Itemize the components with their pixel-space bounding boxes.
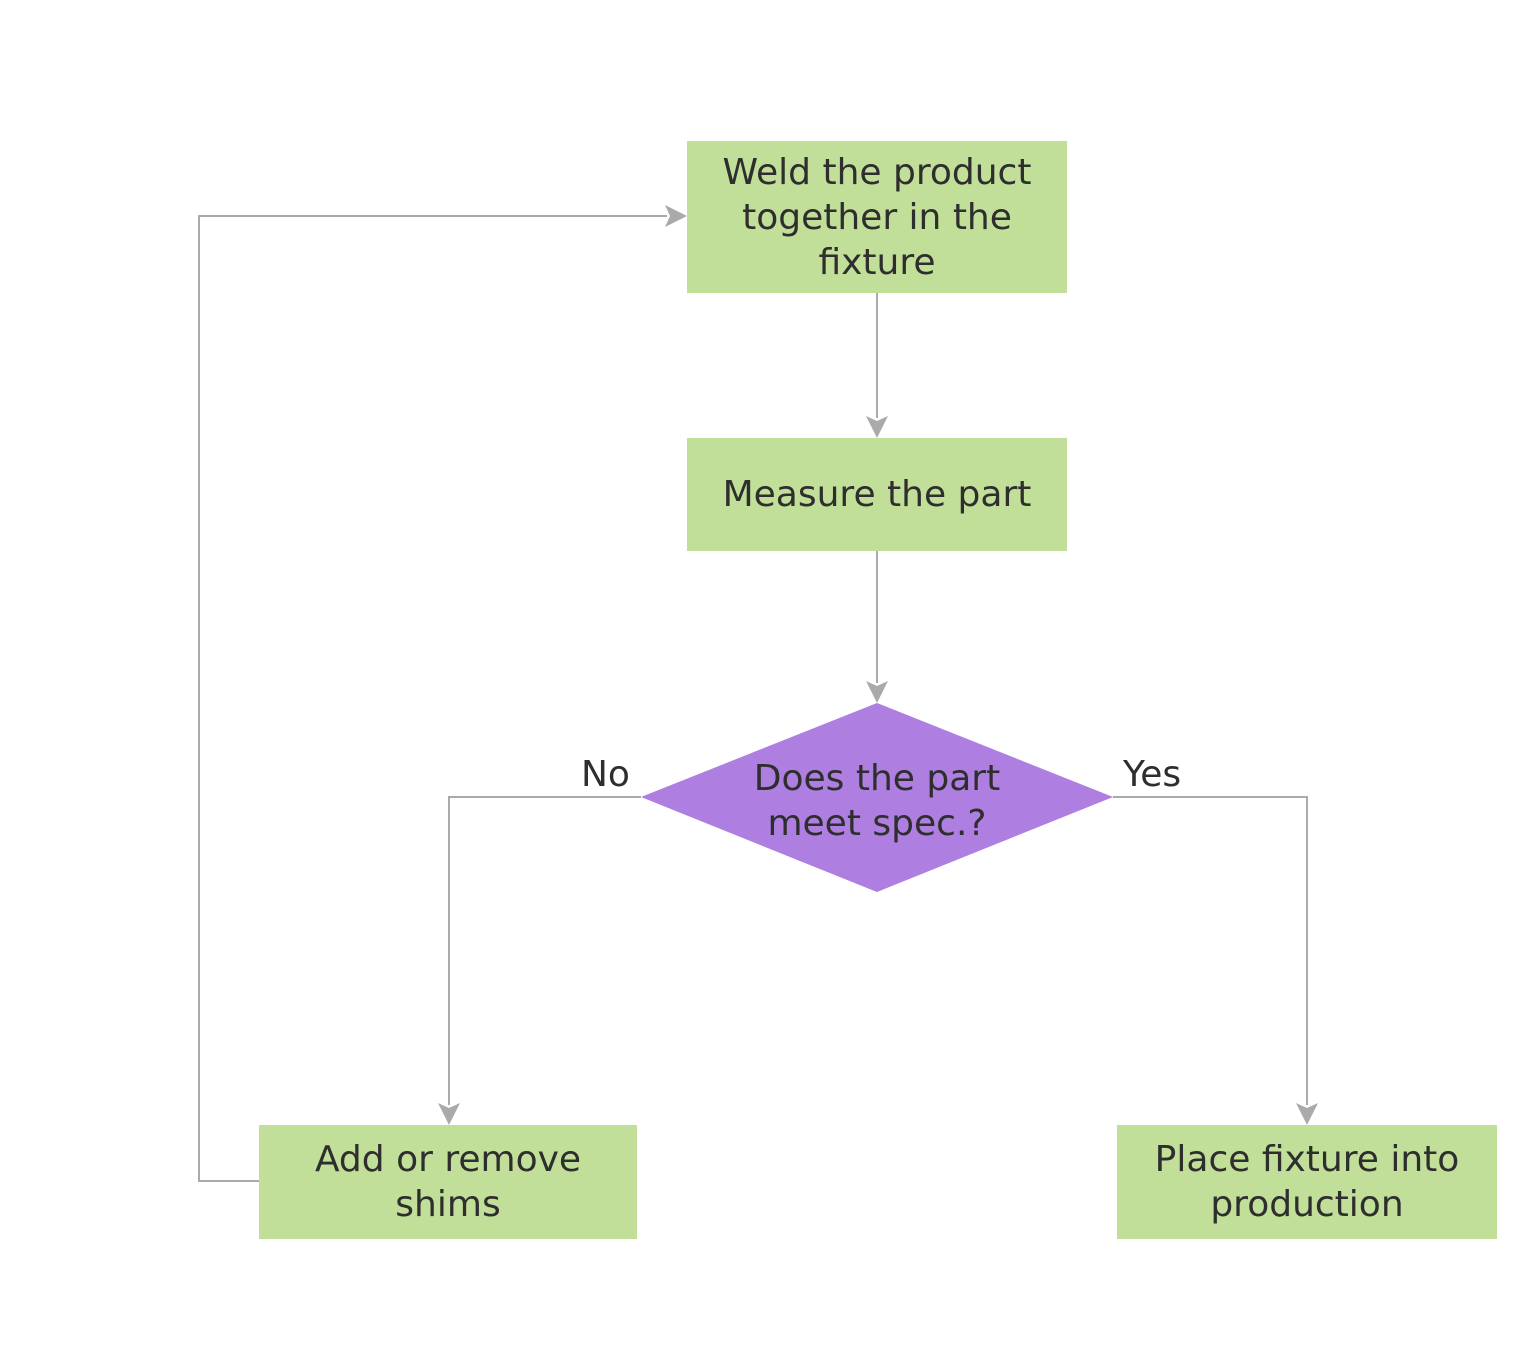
arrowhead-down-icon bbox=[438, 1103, 460, 1125]
process-production-label: Place fixture into production bbox=[1154, 1139, 1460, 1225]
connector-weld-to-measure bbox=[866, 293, 888, 438]
decision-label: Does the part meet spec.? bbox=[753, 758, 1001, 844]
branch-no-label: No bbox=[581, 754, 630, 795]
arrowhead-right-icon bbox=[665, 205, 687, 227]
decision-diamond bbox=[641, 703, 1113, 892]
process-weld-box: Weld the product together in the fixture bbox=[687, 141, 1067, 293]
arrowhead-down-icon bbox=[866, 681, 888, 703]
arrowhead-down-icon bbox=[866, 416, 888, 438]
process-shims-box: Add or remove shims bbox=[259, 1125, 637, 1239]
connector-decision-no-to-shims bbox=[438, 796, 641, 1125]
connector-measure-to-decision bbox=[866, 551, 888, 703]
connector-shims-loop-to-weld bbox=[198, 205, 687, 1182]
arrowhead-down-icon bbox=[1296, 1103, 1318, 1125]
process-weld-label: Weld the product together in the fixture bbox=[722, 151, 1032, 283]
process-measure-label: Measure the part bbox=[722, 474, 1032, 515]
connector-decision-yes-to-production bbox=[1113, 796, 1318, 1125]
branch-yes-label: Yes bbox=[1123, 754, 1182, 795]
process-shims-label: Add or remove shims bbox=[314, 1139, 582, 1225]
process-production-box: Place fixture into production bbox=[1117, 1125, 1497, 1239]
process-measure-box: Measure the part bbox=[687, 438, 1067, 551]
